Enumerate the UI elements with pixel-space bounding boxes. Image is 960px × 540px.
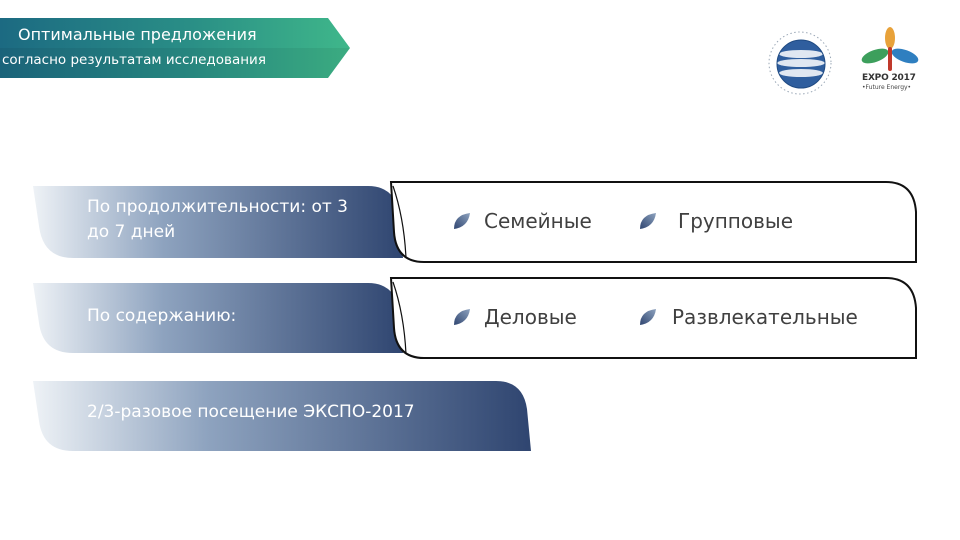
trip-type-panel-2 [386,274,922,362]
content-card: По содержанию: [33,283,403,353]
page-subtitle: согласно результатам исследования [2,52,266,68]
content-card-text: По содержанию: [87,306,237,326]
visits-card: 2/3-разовое посещение ЭКСПО-2017 [33,381,531,451]
option-family-label: Семейные [484,209,592,233]
option-group: Групповые [638,206,793,236]
expo-logo-tagline: •Future Energy• [862,84,912,91]
leaf-bullet-icon [454,213,470,229]
option-entertainment-label: Развлекательные [672,305,858,329]
option-business-label: Деловые [484,305,577,329]
header-banner [0,18,350,78]
option-family: Семейные [452,206,602,260]
expo-logo-title: EXPO 2017 [862,73,916,83]
option-entertainment: Развлекательные [638,302,858,332]
leaf-bullet-icon [640,309,656,325]
duration-card-text: По продолжительности: от 3 до 7 дней [87,197,348,242]
option-group-label: Групповые [678,209,793,233]
duration-card: По продолжительности: от 3 до 7 дней [33,186,403,258]
visits-card-text: 2/3-разовое посещение ЭКСПО-2017 [87,402,415,422]
leaf-bullet-icon [454,309,470,325]
expo-logo-icon [855,24,925,102]
option-business: Деловые [452,302,577,332]
trip-type-panel-1 [386,178,922,266]
leaf-bullet-icon [640,213,656,229]
globe-logo-icon [764,28,836,98]
page-title: Оптимальные предложения [18,25,257,44]
